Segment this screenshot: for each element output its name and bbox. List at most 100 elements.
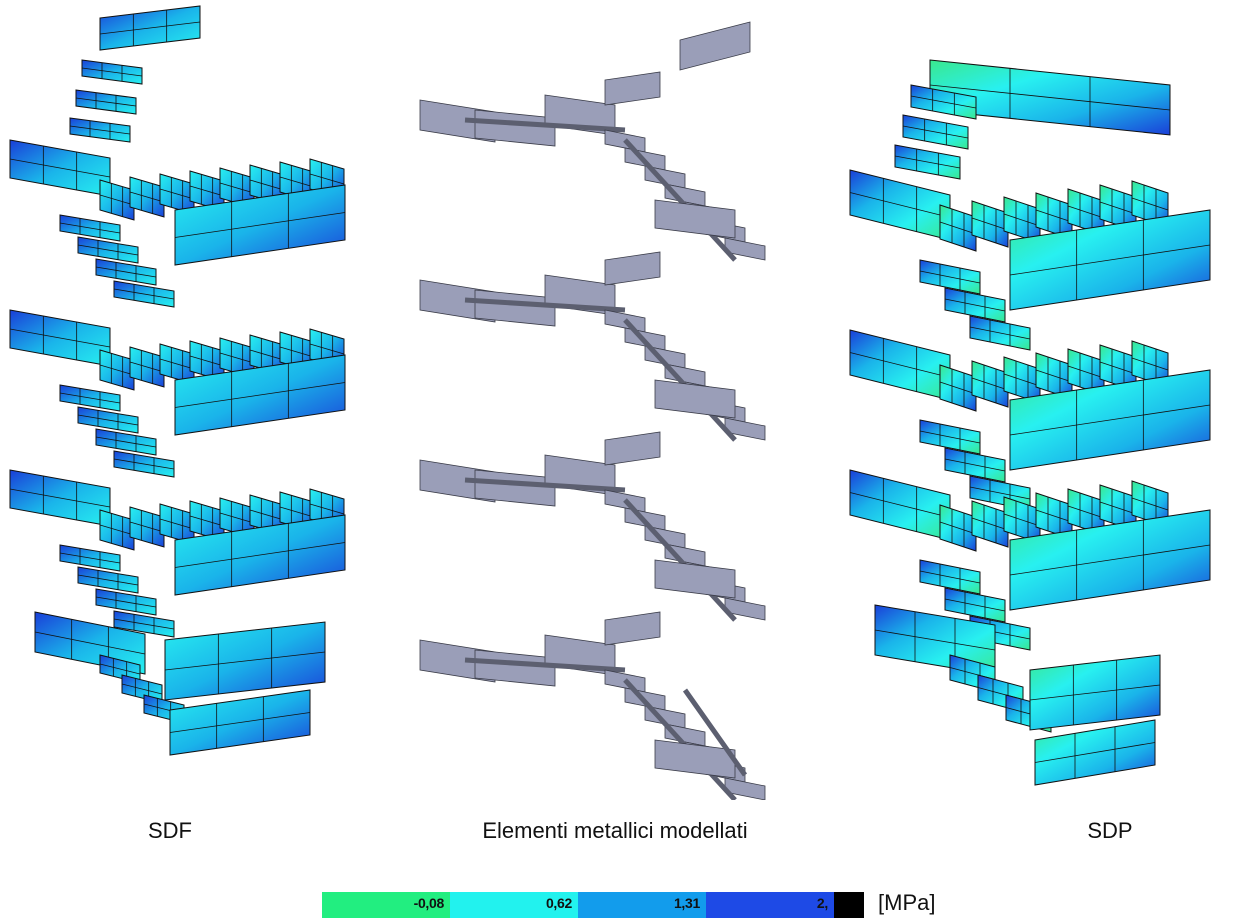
- slab-step: [99, 509, 135, 551]
- mesh-line: [939, 381, 977, 395]
- legend-segment: -0,08: [322, 892, 450, 918]
- mesh-line: [910, 95, 977, 109]
- steel-plate: [654, 199, 736, 239]
- slab-landing: [9, 139, 111, 197]
- mesh-line: [1099, 501, 1137, 515]
- stress-color-legend: -0,08 0,62 1,31 2,: [322, 892, 864, 918]
- steel-plate: [604, 611, 661, 646]
- mesh-line: [1035, 209, 1073, 223]
- slab-landing: [1029, 654, 1161, 731]
- mesh-line: [59, 392, 121, 404]
- legend-segment: 0,62: [450, 892, 578, 918]
- steel-plate: [604, 431, 661, 466]
- mesh-line: [99, 663, 141, 675]
- steel-elements-model: [419, 21, 766, 800]
- mesh-line: [174, 212, 346, 238]
- steel-beam: [682, 688, 748, 777]
- mesh-line: [279, 176, 315, 188]
- caption-sdp: SDP: [1087, 818, 1133, 843]
- steel-plate: [654, 559, 736, 599]
- mesh-line: [95, 596, 157, 608]
- slab-step: [95, 428, 157, 456]
- slab-landing: [9, 469, 111, 527]
- slab-step: [939, 364, 977, 412]
- mesh-line: [939, 221, 977, 235]
- slab-step: [902, 114, 969, 150]
- slab-step: [969, 315, 1031, 351]
- steel-beam: [623, 678, 737, 800]
- mesh-line: [1009, 404, 1211, 436]
- mesh-line: [249, 349, 285, 361]
- mesh-line: [944, 458, 1006, 472]
- mesh-line: [9, 158, 111, 178]
- mesh-line: [971, 517, 1009, 531]
- mesh-line: [95, 266, 157, 278]
- slab-step: [159, 173, 195, 215]
- steel-plate: [474, 289, 556, 327]
- slab-step: [77, 406, 139, 434]
- mesh-line: [1131, 357, 1169, 371]
- slab-step: [1131, 480, 1169, 528]
- mesh-line: [849, 492, 951, 518]
- mesh-line: [939, 521, 977, 535]
- steel-beam: [623, 498, 737, 622]
- slab-landing: [169, 689, 311, 756]
- slab-step: [939, 504, 977, 552]
- mesh-line: [77, 574, 139, 586]
- slab-landing: [1009, 509, 1211, 611]
- slab-landing: [874, 604, 996, 676]
- mesh-line: [59, 552, 121, 564]
- mesh-line: [129, 521, 165, 533]
- mesh-line: [81, 67, 143, 77]
- mesh-line: [75, 97, 137, 107]
- steel-beam: [464, 297, 626, 313]
- mesh-line: [969, 486, 1031, 500]
- mesh-line: [1067, 205, 1105, 219]
- slab-step: [910, 84, 977, 120]
- steel-beam: [464, 477, 626, 493]
- mesh-line: [309, 503, 345, 515]
- slab-step: [919, 259, 981, 295]
- mesh-line: [34, 631, 146, 655]
- legend-tick-label: 1,31: [673, 895, 700, 911]
- mesh-line: [969, 326, 1031, 340]
- mesh-line: [1067, 365, 1105, 379]
- mesh-line: [99, 364, 135, 376]
- slab-landing: [849, 169, 951, 241]
- mesh-line: [159, 358, 195, 370]
- slab-step: [944, 287, 1006, 323]
- slab-step: [69, 117, 131, 143]
- mesh-line: [174, 542, 346, 568]
- mesh-line: [874, 629, 996, 651]
- mesh-line: [69, 125, 131, 135]
- mesh-line: [1029, 684, 1161, 701]
- mesh-line: [189, 185, 225, 197]
- steel-plate: [654, 379, 736, 419]
- slab-step: [59, 214, 121, 242]
- mesh-line: [59, 222, 121, 234]
- mesh-line: [99, 524, 135, 536]
- slab-landing: [1009, 369, 1211, 471]
- slab-step: [894, 144, 961, 180]
- mesh-line: [249, 179, 285, 191]
- mesh-line: [1009, 244, 1211, 276]
- mesh-line: [121, 683, 163, 695]
- mesh-line: [902, 125, 969, 139]
- steel-plate: [679, 21, 751, 71]
- slab-step: [75, 89, 137, 115]
- slab-step: [113, 610, 175, 638]
- steel-beam: [464, 657, 626, 673]
- mesh-line: [77, 244, 139, 256]
- mesh-line: [944, 598, 1006, 612]
- mesh-line: [849, 352, 951, 378]
- slab-step: [59, 544, 121, 572]
- mesh-line: [129, 191, 165, 203]
- mesh-line: [1131, 497, 1169, 511]
- mesh-line: [129, 361, 165, 373]
- slab-step: [1131, 180, 1169, 228]
- slab-step: [971, 360, 1009, 408]
- mesh-line: [971, 377, 1009, 391]
- mesh-line: [169, 712, 311, 733]
- mesh-line: [944, 298, 1006, 312]
- slab-step: [971, 200, 1009, 248]
